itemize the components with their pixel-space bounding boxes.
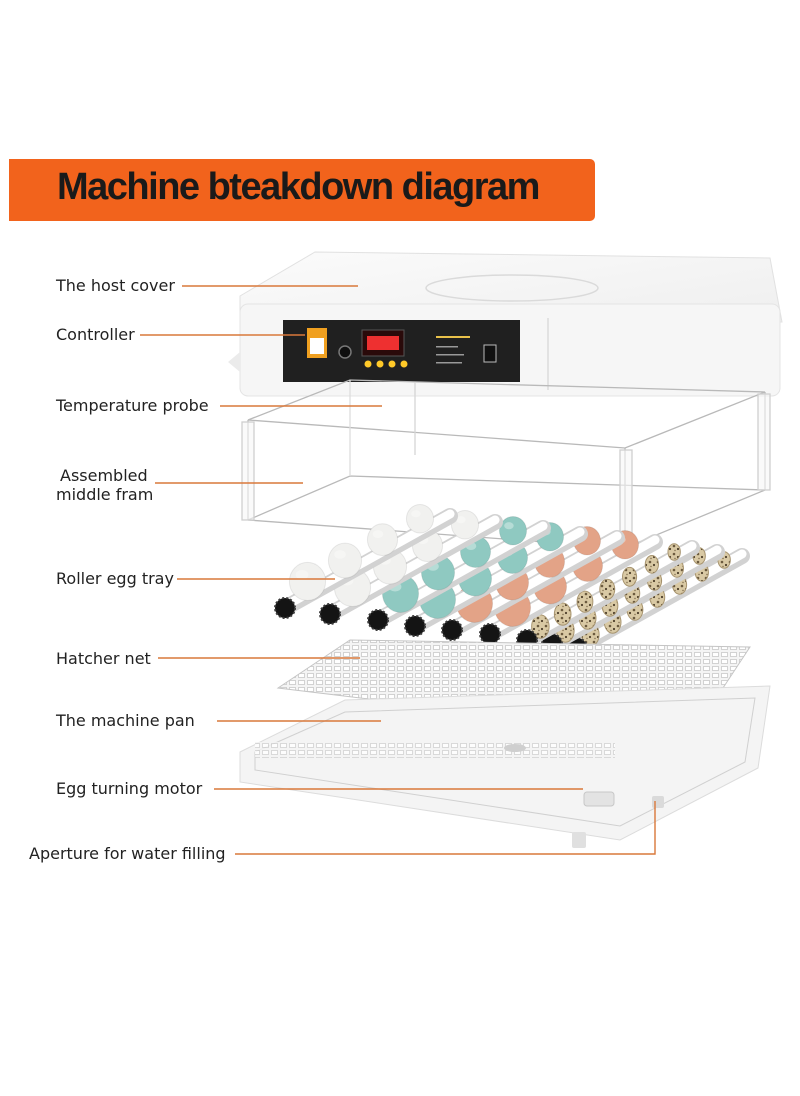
quail-egg	[576, 590, 594, 613]
diagram-title: Machine bteakdown diagram	[57, 166, 540, 208]
egg	[405, 503, 435, 534]
egg-shine	[372, 530, 384, 539]
label-host-cover: The host cover	[56, 276, 175, 295]
quail-egg	[644, 555, 659, 574]
egg	[327, 542, 363, 579]
roller-gear-teeth	[516, 629, 538, 651]
middle-frame	[241, 379, 771, 549]
roller-gear	[368, 610, 388, 630]
label-machine-pan: The machine pan	[56, 711, 195, 730]
label-water-aperture: Aperture for water filling	[29, 844, 226, 863]
roller-gear-teeth	[319, 603, 341, 625]
roller-gear	[275, 598, 295, 618]
quail-egg	[622, 566, 638, 587]
egg-shine	[295, 570, 309, 580]
egg-shine	[334, 550, 346, 559]
egg-shine	[456, 516, 466, 524]
quail-egg	[599, 578, 616, 600]
machine-pan	[239, 685, 771, 848]
egg-shine	[504, 522, 514, 530]
egg	[498, 515, 528, 546]
roller-gear	[320, 604, 340, 624]
label-temperature-probe: Temperature probe	[56, 396, 209, 415]
label-hatcher-net: Hatcher net	[56, 649, 151, 668]
label-egg-turning-motor: Egg turning motor	[56, 779, 203, 798]
roller-gear	[405, 616, 425, 636]
title-banner: Machine bteakdown diagram	[9, 159, 595, 221]
leader-lines	[140, 285, 656, 855]
quail-egg	[553, 602, 572, 626]
label-controller: Controller	[56, 325, 135, 344]
roller-gear-teeth	[479, 623, 501, 645]
roller-gear	[442, 620, 462, 640]
egg	[288, 561, 327, 601]
roller-gear-teeth	[274, 597, 296, 619]
roller-gear-teeth	[367, 609, 389, 631]
roller-gear-teeth	[404, 615, 426, 637]
egg-shine	[411, 510, 421, 518]
roller-egg-tray	[274, 503, 750, 659]
roller-gear	[480, 624, 500, 644]
roller-gear-teeth	[441, 619, 463, 641]
controller-panel	[283, 320, 520, 382]
egg	[450, 509, 480, 540]
label-middle-frame-line2: middle fram	[56, 485, 154, 504]
quail-egg	[667, 543, 681, 561]
label-roller-egg-tray: Roller egg tray	[56, 569, 174, 588]
label-middle-frame-line1: Assembled	[60, 466, 148, 485]
egg	[366, 523, 399, 556]
